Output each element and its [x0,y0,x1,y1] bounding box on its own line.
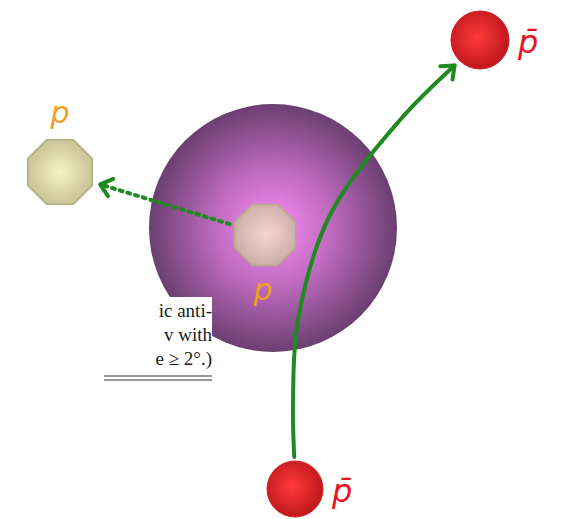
particle-label: p̄ [518,26,538,58]
antiproton-circle: p̄ [266,460,324,518]
scanned-text: ic anti- [159,299,212,323]
double-rule [104,379,212,380]
proton-octagon: p [231,201,299,269]
proton-shape [231,201,299,269]
particle-label: p̄ [332,475,352,507]
proton-shape [24,136,96,208]
particle-label: p [253,275,272,305]
antiproton-ball [450,10,510,70]
antiproton-circle: p̄ [450,10,510,70]
trajectory-arrow [293,65,455,457]
antiproton-ball [266,460,324,518]
scanned-text: e ≥ 2°.) [155,347,212,371]
double-rule [104,375,212,376]
paper-patch [100,297,212,387]
scanned-text: v with [164,323,212,347]
nucleus-sphere [149,104,397,352]
proton-octagon: p [24,136,96,208]
particle-label: p [50,98,69,128]
recoil-arrow [100,184,229,224]
